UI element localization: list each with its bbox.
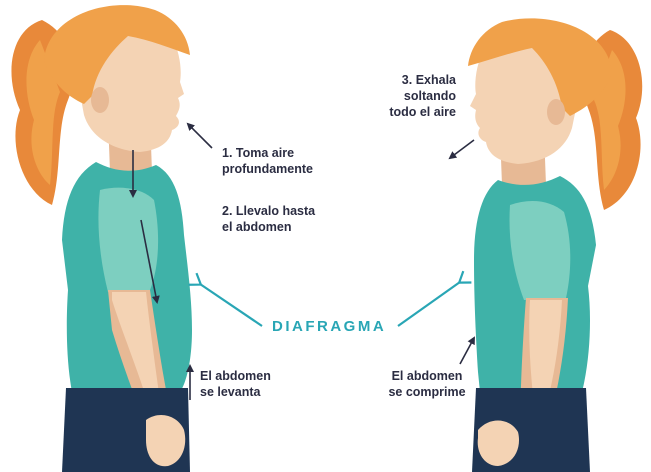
label-abdomen-compresses-line1: El abdomen: [391, 369, 463, 383]
arrow-diaphragm-right: [397, 270, 472, 327]
label-abdomen-rises: El abdomen se levanta: [200, 368, 271, 400]
label-abdomen-compresses-line2: se comprime: [388, 385, 466, 399]
label-abdomen-compresses: El abdomen se comprime: [372, 368, 482, 400]
hand-right: [477, 420, 520, 466]
label-abdomen-rises-line1: El abdomen: [200, 369, 271, 383]
hair-left: [44, 5, 190, 104]
arrow-abdomen-in: [459, 336, 475, 365]
label-step3-line3: todo el aire: [389, 105, 456, 119]
hair-right: [468, 18, 612, 116]
diaphragm-arrows: [188, 270, 472, 327]
arrow-diaphragm-left: [188, 272, 263, 327]
label-step1-line2: profundamente: [222, 162, 313, 176]
arrow-exhale-mouth: [448, 139, 475, 160]
label-step2: 2. Llevalo hasta el abdomen: [222, 203, 315, 235]
label-step2-line2: el abdomen: [222, 220, 292, 234]
woman-exhaling-figure: [468, 18, 643, 472]
label-step1: 1. Toma aire profundamente: [222, 145, 313, 177]
label-step2-line1: 2. Llevalo hasta: [222, 204, 316, 218]
label-step3: 3. Exhala soltando todo el aire: [370, 72, 456, 120]
woman-inhaling-figure: [11, 5, 192, 472]
label-abdomen-rises-line2: se levanta: [200, 385, 261, 399]
label-diaphragm: DIAFRAGMA: [272, 318, 387, 335]
arrow-chest-to-belly: [140, 219, 160, 304]
label-step1-line1: 1. Toma aire: [222, 146, 295, 160]
annotation-arrows: [129, 122, 475, 400]
label-step3-line1: 3. Exhala: [401, 73, 456, 87]
arrow-inhale-nose: [186, 122, 213, 149]
label-step3-line2: soltando: [403, 89, 456, 103]
hand-left: [146, 415, 186, 467]
